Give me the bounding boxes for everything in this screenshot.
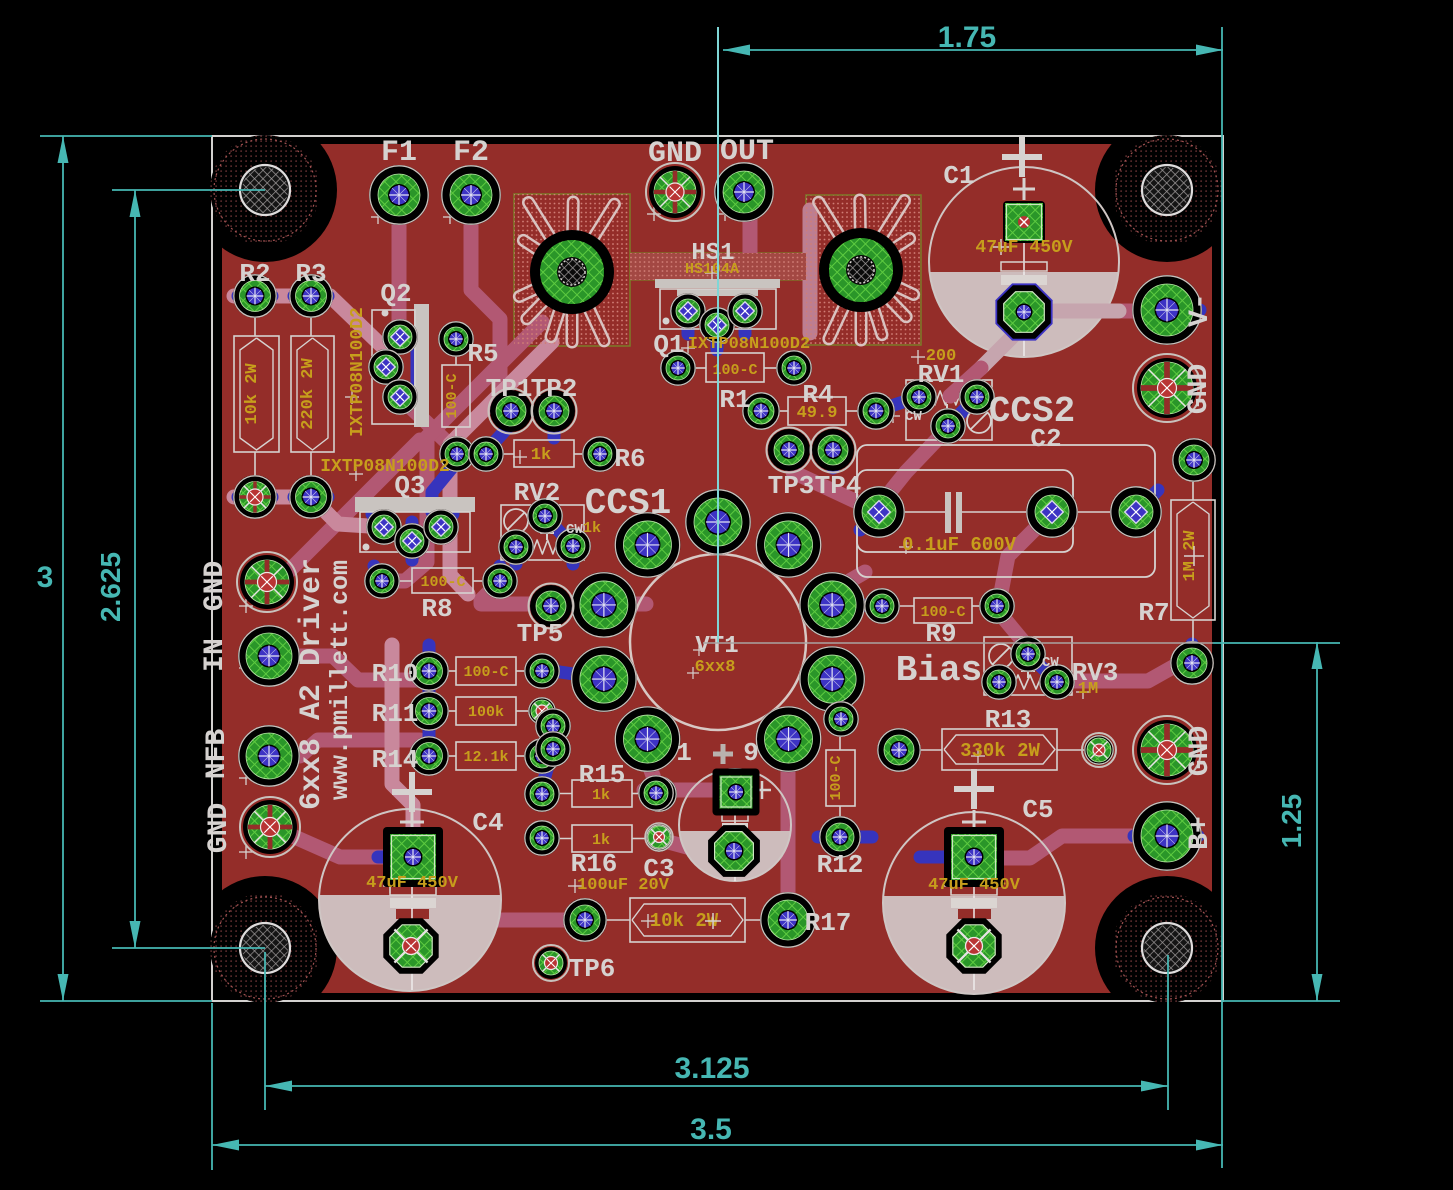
svg-text:B+: B+ — [1185, 816, 1216, 850]
svg-text:TP4: TP4 — [815, 471, 862, 501]
svg-text:1M: 1M — [1078, 680, 1098, 699]
svg-text:GND: GND — [1185, 726, 1216, 776]
svg-text:100-C: 100-C — [828, 755, 845, 800]
svg-text:F1: F1 — [381, 136, 417, 170]
svg-text:Q2: Q2 — [380, 279, 411, 309]
svg-text:6xx8: 6xx8 — [695, 658, 736, 677]
svg-text:Bias: Bias — [896, 650, 982, 691]
svg-text:R7: R7 — [1138, 598, 1169, 628]
svg-text:R6: R6 — [614, 444, 645, 474]
svg-text:12.1k: 12.1k — [463, 749, 508, 766]
svg-text:R4: R4 — [802, 380, 833, 410]
svg-text:R17: R17 — [805, 908, 852, 938]
svg-text:C1: C1 — [943, 161, 974, 191]
svg-text:100-C: 100-C — [712, 362, 757, 379]
svg-text:TP3: TP3 — [768, 471, 815, 501]
svg-text:R3: R3 — [295, 259, 326, 289]
svg-text:CCS1: CCS1 — [585, 483, 671, 524]
svg-text:100-C: 100-C — [463, 664, 508, 681]
svg-text:CCS2: CCS2 — [989, 391, 1075, 432]
svg-text:2.625: 2.625 — [95, 552, 126, 622]
svg-text:330k 2W: 330k 2W — [960, 740, 1040, 762]
svg-text:C3: C3 — [643, 854, 674, 884]
svg-text:R12: R12 — [817, 850, 864, 880]
svg-text:OUT: OUT — [720, 135, 774, 169]
svg-text:HS1: HS1 — [691, 240, 734, 267]
svg-text:R8: R8 — [421, 594, 452, 624]
svg-text:1.25: 1.25 — [1276, 794, 1307, 849]
svg-text:100-C: 100-C — [444, 373, 461, 418]
svg-text:100-C: 100-C — [420, 574, 465, 591]
svg-text:GND: GND — [204, 803, 235, 853]
svg-text:C4: C4 — [472, 808, 503, 838]
svg-text:3.5: 3.5 — [690, 1113, 732, 1146]
svg-text:IXTP08N100D2: IXTP08N100D2 — [348, 307, 368, 437]
svg-text:TP1: TP1 — [486, 374, 533, 404]
svg-text:TP6: TP6 — [569, 954, 616, 984]
svg-text:47uF 450V: 47uF 450V — [366, 874, 459, 893]
svg-text:1k: 1k — [592, 787, 610, 804]
svg-text:100k: 100k — [468, 704, 504, 721]
svg-text:6xx8 A2 Driver: 6xx8 A2 Driver — [295, 558, 329, 810]
svg-text:C2: C2 — [1030, 424, 1061, 454]
svg-text:Q3: Q3 — [394, 471, 425, 501]
svg-text:GND: GND — [200, 561, 231, 611]
svg-text:100-C: 100-C — [920, 604, 965, 621]
svg-text:0.1uF 600V: 0.1uF 600V — [902, 534, 1017, 556]
svg-text:www.pmillett.com: www.pmillett.com — [326, 560, 355, 800]
svg-text:3: 3 — [37, 561, 54, 594]
svg-text:47uF 450V: 47uF 450V — [928, 876, 1021, 895]
svg-text:1: 1 — [676, 738, 692, 768]
svg-text:R9: R9 — [925, 619, 956, 649]
svg-text:220k 2W: 220k 2W — [299, 358, 318, 430]
svg-text:R11: R11 — [372, 699, 419, 729]
svg-text:GND: GND — [648, 137, 702, 171]
svg-text:IXTP08N100D2: IXTP08N100D2 — [320, 457, 450, 477]
svg-text:R15: R15 — [579, 760, 626, 790]
svg-text:R16: R16 — [571, 849, 618, 879]
svg-text:RV3: RV3 — [1072, 658, 1119, 688]
svg-text:R14: R14 — [372, 745, 419, 775]
svg-text:C5: C5 — [1022, 795, 1053, 825]
svg-text:10k 2W: 10k 2W — [243, 363, 262, 425]
svg-text:IN: IN — [200, 638, 231, 672]
svg-text:RV2: RV2 — [514, 478, 561, 508]
svg-text:NFB: NFB — [202, 729, 233, 780]
svg-text:R1: R1 — [719, 385, 750, 415]
svg-text:47uF 450V: 47uF 450V — [975, 238, 1072, 258]
svg-text:R13: R13 — [985, 705, 1032, 735]
svg-text:100uF 20V: 100uF 20V — [577, 876, 670, 895]
svg-text:HS104A: HS104A — [685, 261, 739, 278]
svg-text:1k: 1k — [531, 446, 551, 465]
svg-text:200: 200 — [926, 347, 957, 366]
svg-text:1k: 1k — [592, 832, 610, 849]
svg-text:TP2: TP2 — [531, 374, 578, 404]
svg-text:R5: R5 — [467, 339, 498, 369]
svg-text:CW: CW — [905, 409, 922, 425]
svg-text:V-: V- — [1185, 293, 1216, 327]
svg-text:49.9: 49.9 — [797, 404, 838, 423]
svg-text:1k: 1k — [583, 520, 601, 537]
svg-text:1.75: 1.75 — [938, 21, 996, 54]
svg-text:9: 9 — [743, 738, 759, 768]
svg-text:IXTP08N100D2: IXTP08N100D2 — [688, 335, 810, 354]
svg-text:Q1: Q1 — [653, 330, 684, 360]
svg-text:3.125: 3.125 — [674, 1052, 749, 1085]
svg-text:CW: CW — [1042, 655, 1059, 671]
svg-text:R2: R2 — [239, 259, 270, 289]
svg-text:10k 2W: 10k 2W — [650, 910, 719, 932]
svg-text:CW: CW — [566, 522, 583, 538]
svg-text:TP5: TP5 — [517, 619, 564, 649]
svg-text:R10: R10 — [372, 659, 419, 689]
svg-text:F2: F2 — [453, 136, 489, 170]
svg-text:GND: GND — [1184, 364, 1215, 414]
svg-text:RV1: RV1 — [918, 360, 965, 390]
